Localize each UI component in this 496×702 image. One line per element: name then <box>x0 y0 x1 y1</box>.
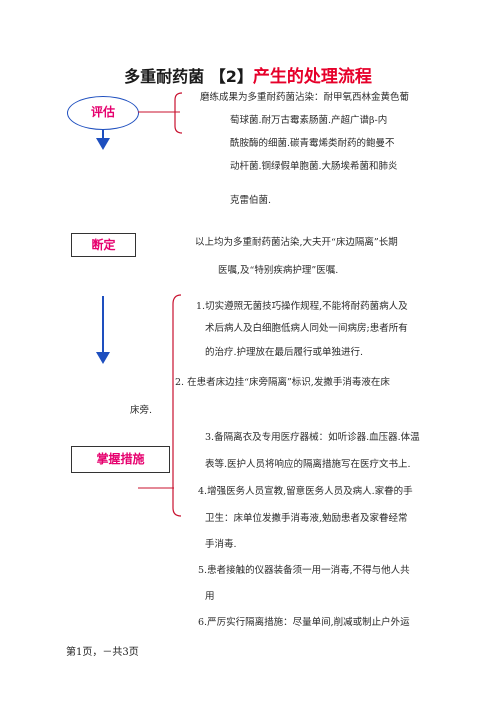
assess-label-ellipse: 评估 <box>67 96 139 130</box>
assess-flow-arrow <box>96 138 110 150</box>
page-title: 多重耐药菌 【2】产生的处理流程 <box>0 62 496 87</box>
measures-label-box: 掌握措施 <box>71 446 170 473</box>
assess-label: 评估 <box>90 105 115 119</box>
measures-line-6: 3.备隔离衣及专用医疗器械：如听诊器.血压器.体温 <box>205 432 420 443</box>
assess-flow-line <box>102 130 104 140</box>
measures-line-1: 1.切实遵照无菌技巧操作规程,不能将耐药菌病人及 <box>196 301 408 312</box>
assess-line-3: 酰胺酶的细菌.碳青霉烯类耐药的鲍曼不 <box>230 138 395 149</box>
measures-bracket <box>172 294 182 517</box>
title-prefix: 多重耐药菌 【2】 <box>124 67 253 86</box>
measures-connector <box>138 487 174 489</box>
assess-line-5: 克雷伯菌. <box>230 195 272 206</box>
measures-line-10: 手消毒. <box>205 539 237 550</box>
judge-flow-arrow <box>96 352 110 364</box>
measures-line-5: 床旁. <box>130 405 153 416</box>
measures-line-9: 卫生：床单位发撒手消毒液,勉励患者及家眷经常 <box>205 513 408 524</box>
measures-line-2: 术后病人及白细胞低病人同处一间病房;患者所有 <box>205 323 408 334</box>
assess-connector <box>138 111 180 113</box>
title-highlight: 产生的处理流程 <box>252 67 372 87</box>
assess-line-1: 磨练成果为多重耐药菌沾染：耐甲氧西林金黄色葡 <box>200 92 410 103</box>
judge-line-1: 以上均为多重耐药菌沾染,大夫开“床边隔离”长期 <box>195 237 398 248</box>
measures-label: 掌握措施 <box>96 452 145 466</box>
judge-label-box: 断定 <box>71 233 136 257</box>
judge-flow-line <box>102 296 104 354</box>
judge-label: 断定 <box>91 238 116 252</box>
page-footer: 第1页，－共3页 <box>66 647 139 658</box>
measures-line-12: 用 <box>205 591 215 602</box>
judge-line-2: 医嘱,及“特别疾病护理”医嘱. <box>218 265 339 276</box>
assess-line-2: 萄球菌.耐万古霉素肠菌.产超广谱β-内 <box>230 115 388 126</box>
measures-line-13: 6.严厉实行隔离措施：尽量单间,削减或制止户外运 <box>198 617 410 628</box>
measures-line-4: 2. 在患者床边挂“床旁隔离”标识,发撒手消毒液在床 <box>175 377 390 388</box>
measures-line-11: 5.患者接触的仪器装备须一用一消毒,不得与他人共 <box>198 565 410 576</box>
assess-bracket <box>174 92 183 134</box>
measures-line-8: 4.增强医务人员宣教,留意医务人员及病人.家眷的手 <box>198 486 413 497</box>
measures-line-3: 的治疗.护理放在最后履行或单独进行. <box>205 347 364 358</box>
assess-line-4: 动杆菌.铜绿假单胞菌.大肠埃希菌和肺炎 <box>230 161 398 172</box>
measures-line-7: 表等.医护人员将响应的隔离措施写在医疗文书上. <box>205 459 411 470</box>
